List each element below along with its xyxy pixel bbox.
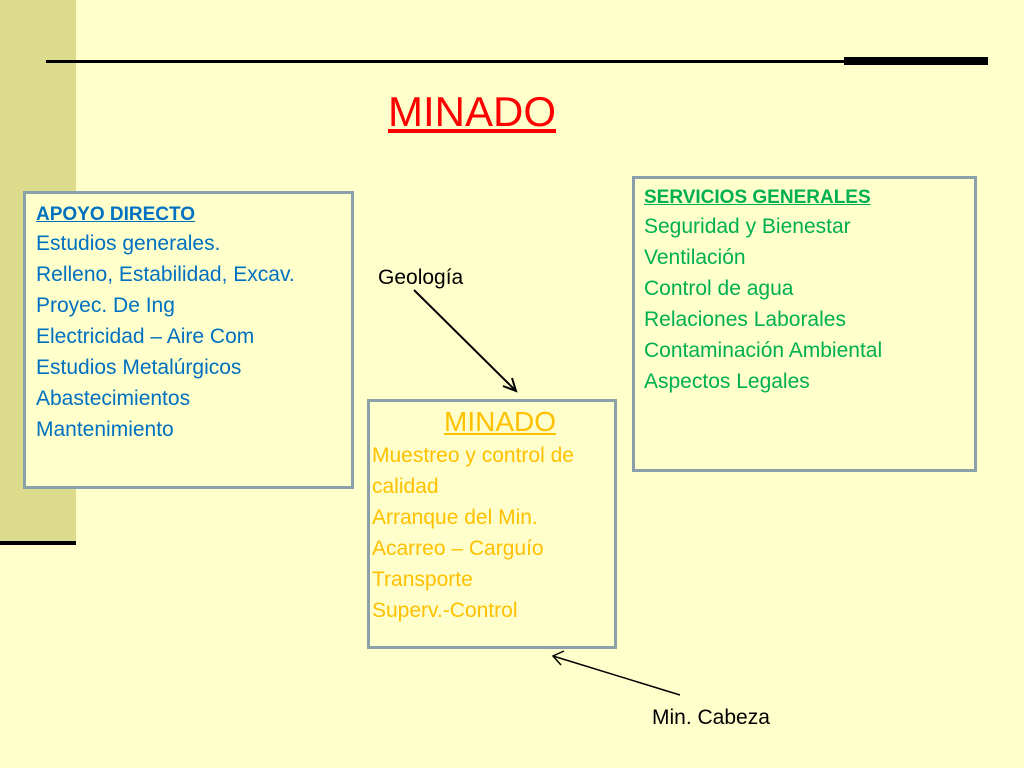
apoyo-item: Abastecimientos — [36, 387, 191, 410]
apoyo-item: Estudios Metalúrgicos — [36, 356, 242, 379]
left-bottom-rule — [0, 541, 76, 545]
servicios-item: Contaminación Ambiental — [644, 339, 883, 362]
servicios-item: Ventilación — [644, 246, 746, 269]
servicios-item: Seguridad y Bienestar — [644, 215, 851, 238]
apoyo-item: Electricidad – Aire Com — [36, 325, 255, 348]
minado-item: Muestreo y control de — [372, 444, 574, 467]
min-cabeza-arrow — [551, 650, 681, 696]
minado-item: Superv.-Control — [372, 599, 518, 622]
apoyo-directo-box: APOYO DIRECTO Estudios generales. Rellen… — [23, 191, 354, 489]
apoyo-item: Mantenimiento — [36, 418, 174, 441]
top-rule-thick — [844, 57, 988, 65]
apoyo-item: Estudios generales. — [36, 232, 221, 255]
servicios-generales-heading: SERVICIOS GENERALES — [644, 187, 871, 208]
servicios-item: Relaciones Laborales — [644, 308, 846, 331]
servicios-generales-box: SERVICIOS GENERALES Seguridad y Bienesta… — [632, 176, 977, 472]
apoyo-item: Relleno, Estabilidad, Excav. — [36, 263, 295, 286]
slide-title: MINADO — [388, 88, 556, 135]
apoyo-item: Proyec. De Ing — [36, 294, 175, 317]
minado-box: MINADO Muestreo y control de calidad Arr… — [367, 399, 617, 649]
servicios-item: Aspectos Legales — [644, 370, 810, 393]
minado-item: Acarreo – Carguío — [372, 537, 544, 560]
geologia-arrow — [413, 289, 518, 393]
top-rule — [46, 60, 846, 63]
minado-box-heading: MINADO — [444, 406, 556, 437]
apoyo-directo-heading: APOYO DIRECTO — [36, 204, 196, 225]
min-cabeza-label: Min. Cabeza — [652, 706, 770, 729]
geologia-label: Geología — [378, 266, 464, 289]
minado-item: calidad — [372, 475, 439, 498]
minado-item: Transporte — [372, 568, 473, 591]
minado-item: Arranque del Min. — [372, 506, 538, 529]
servicios-item: Control de agua — [644, 277, 794, 300]
